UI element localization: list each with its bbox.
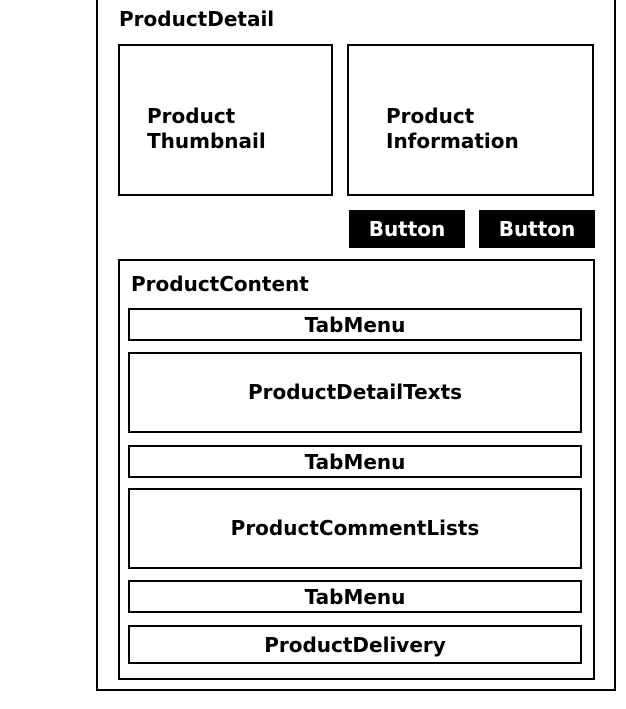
tab-menu-3[interactable]: TabMenu — [128, 580, 582, 613]
button-1[interactable]: Button — [349, 210, 465, 248]
product-information-label-line2: Information — [386, 129, 519, 153]
tab-menu-3-label: TabMenu — [304, 585, 406, 609]
button-2[interactable]: Button — [479, 210, 595, 248]
product-information-label: Product Information — [386, 104, 519, 154]
product-comment-lists-label: ProductCommentLists — [230, 516, 480, 540]
tab-menu-2-label: TabMenu — [304, 450, 406, 474]
product-information-box — [347, 44, 594, 196]
product-delivery-label: ProductDelivery — [264, 633, 446, 657]
product-information-label-line1: Product — [386, 104, 475, 128]
product-content-title: ProductContent — [131, 272, 309, 296]
product-detail-texts-label: ProductDetailTexts — [247, 380, 463, 404]
tab-menu-1[interactable]: TabMenu — [128, 308, 582, 341]
product-thumbnail-label-line1: Product — [147, 104, 236, 128]
product-detail-title: ProductDetail — [119, 7, 275, 31]
tab-menu-2[interactable]: TabMenu — [128, 445, 582, 478]
product-thumbnail-box — [118, 44, 333, 196]
product-comment-lists: ProductCommentLists — [128, 488, 582, 569]
product-thumbnail-label-line2: Thumbnail — [147, 129, 266, 153]
product-delivery: ProductDelivery — [128, 625, 582, 664]
tab-menu-1-label: TabMenu — [304, 313, 406, 337]
product-detail-texts: ProductDetailTexts — [128, 352, 582, 433]
product-thumbnail-label: Product Thumbnail — [147, 104, 266, 154]
